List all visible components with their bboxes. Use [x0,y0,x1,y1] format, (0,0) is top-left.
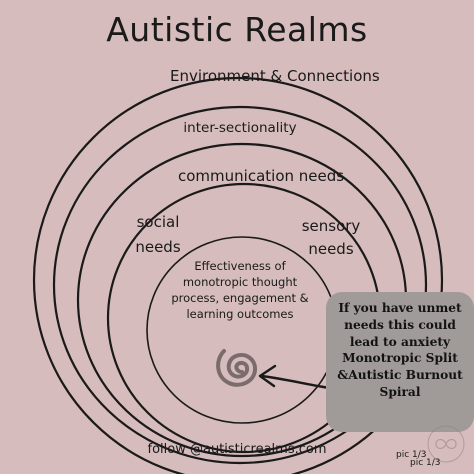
arrow-icon [258,364,332,390]
follow-footer: follow @autisticrealms.com [147,442,327,457]
ring-intersectionality [52,105,428,465]
ring-environment [32,76,444,474]
label-environment-connections: Environment & Connections [170,67,380,85]
label-communication-needs: communication needs [178,167,345,185]
label-social-needs: social needs [135,213,181,256]
callout-box: If you have unmet needs this could lead … [326,292,474,432]
page-indicator: pic 1/3 [396,450,427,460]
infinity-logo-icon [427,425,465,463]
callout-text: If you have unmet needs this could lead … [337,301,463,399]
spiral-icon [216,349,258,387]
label-intersectionality: inter-sectionality [183,120,297,136]
label-sensory-needs: sensory needs [301,217,361,258]
page-title: Autistic Realms [106,10,368,49]
page-indicator: pic 1/3 [410,458,441,468]
label-center-effectiveness: Effectiveness of monotropic thought proc… [171,259,309,321]
